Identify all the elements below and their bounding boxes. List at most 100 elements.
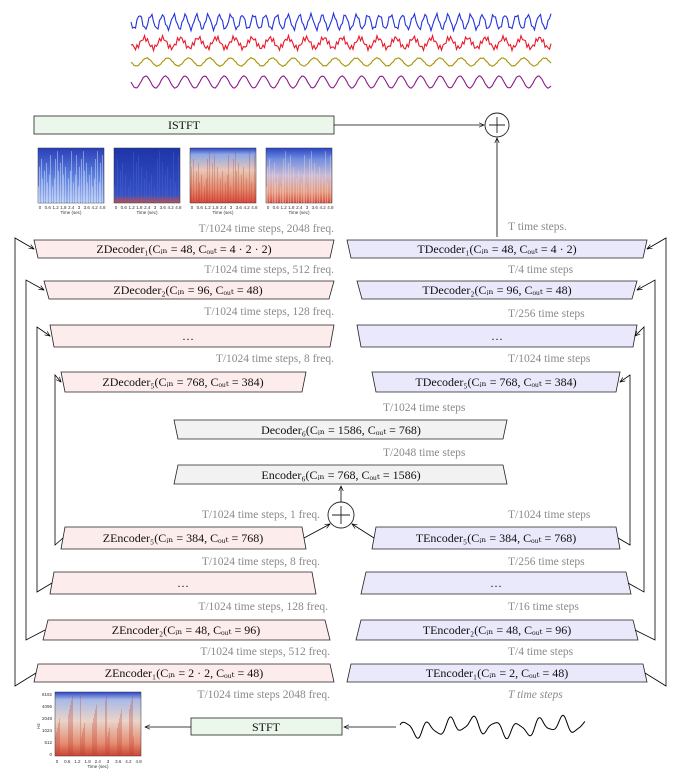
- z-shape-128-bot: T/1024 time steps, 128 freq.: [198, 601, 328, 613]
- tencoder2-label: TEncoder₂(Cᵢₙ = 48, Cₒᵤₜ = 96): [423, 623, 572, 637]
- tencoder1-label: TEncoder₁(Cᵢₙ = 2, Cₒᵤₜ = 48): [426, 666, 569, 680]
- tencoder5-to-merge-arrow: [352, 524, 375, 539]
- decoder6-label: Decoder₆(Cᵢₙ = 1586, Cₒᵤₜ = 768): [261, 423, 421, 437]
- spec1-xtick: 0: [39, 205, 42, 210]
- spec1-xtick: 1.2: [52, 205, 59, 210]
- t-skip-5: [617, 374, 631, 546]
- spec2-xtick: 1.8: [136, 205, 143, 210]
- center-shape-between: T/2048 time steps: [383, 447, 466, 459]
- sum-plus-icon: [489, 117, 505, 133]
- decoder6-block: [173, 419, 508, 440]
- input-spec-ytick: 1024: [42, 728, 53, 733]
- stft-box: [190, 717, 343, 736]
- spec4-xtick: 2.4: [296, 205, 303, 210]
- z-skip-3: [36, 326, 53, 593]
- spec4-xtick: 0.6: [273, 205, 280, 210]
- tdecoder-dots-block: [356, 324, 638, 348]
- input-waveform: [399, 714, 586, 740]
- spec3-xtick: 4.8: [251, 205, 258, 210]
- zdecoder-dots: …: [182, 329, 194, 343]
- spec3-xtick: 0.6: [197, 205, 204, 210]
- spec4-xtick: 0: [267, 205, 270, 210]
- spec2-xtick: 0: [115, 205, 118, 210]
- tdecoder-dots: …: [491, 329, 503, 343]
- spec4-xlabel: Time (sec): [288, 210, 310, 215]
- spec4-xtick: 4.2: [319, 205, 326, 210]
- spec2-xtick: 0.6: [121, 205, 128, 210]
- t-shape-256-top: T/256 time steps: [508, 308, 585, 320]
- encoder6-label: Encoder₆(Cᵢₙ = 768, Cₒᵤₜ = 1586): [261, 468, 420, 482]
- zdecoder2-block: [43, 280, 335, 300]
- tdecoder2-label: TDecoder₂(Cᵢₙ = 96, Cₒᵤₜ = 48): [422, 283, 571, 297]
- t-skip-3: [627, 326, 645, 593]
- zencoder5-label: ZEncoder₅(Cᵢₙ = 384, Cₒᵤₜ = 768): [103, 531, 264, 545]
- t-shape-16-bot: T/16 time steps: [508, 601, 579, 613]
- spec3-xtick: 0: [191, 205, 194, 210]
- t-shape-out: T time steps.: [508, 221, 567, 233]
- waveform-4: [130, 75, 552, 89]
- spec3-xtick: 3.6: [236, 205, 243, 210]
- zencoder5-block: [60, 526, 307, 550]
- zencoder1-block: [33, 663, 335, 683]
- spec4-xtick: 4.8: [327, 205, 334, 210]
- input-spec-ytick: 512: [44, 740, 52, 745]
- z-skip-1: [14, 237, 37, 687]
- spec1-xtick: 4.8: [99, 205, 106, 210]
- input-spectrogram: [54, 691, 142, 757]
- spec3-xtick: 1.8: [212, 205, 219, 210]
- z-shape-8-top: T/1024 time steps, 8 freq.: [216, 353, 334, 365]
- spec1-xlabel: Time (sec): [60, 210, 82, 215]
- waveform-3: [130, 56, 552, 68]
- spec4-xtick: 3: [306, 205, 309, 210]
- zencoder1-label: ZEncoder₁(Cᵢₙ = 2 · 2, Cₒᵤₜ = 48): [105, 666, 264, 680]
- zdecoder1-label: ZDecoder₁(Cᵢₙ = 48, Cₒᵤₜ = 4 · 2 · 2): [96, 242, 271, 256]
- tencoder1-block: [346, 663, 648, 683]
- zdecoder5-block: [60, 371, 307, 393]
- z-skip-5: [54, 373, 64, 546]
- t-shape-input: T time steps: [508, 689, 563, 701]
- zencoder2-label: ZEncoder₂(Cᵢₙ = 48, Cₒᵤₜ = 96): [112, 623, 261, 637]
- input-spec-xtick: 0.6: [64, 759, 71, 764]
- spec1-xtick: 1.8: [60, 205, 67, 210]
- input-spec-xtick: 1.8: [84, 759, 91, 764]
- spec3-xtick: 3: [230, 205, 233, 210]
- spec1-xtick: 3.6: [84, 205, 91, 210]
- spec2-xlabel: Time (sec): [136, 210, 158, 215]
- merge-plus-icon: [332, 506, 350, 524]
- istft-label: ISTFT: [168, 118, 201, 132]
- spec2-xtick: 3.6: [160, 205, 167, 210]
- t-skip-1: [644, 237, 667, 687]
- zencoder5-to-merge-arrow: [303, 524, 330, 539]
- spec2-xtick: 2.4: [144, 205, 151, 210]
- input-spec-xtick: 1.2: [74, 759, 81, 764]
- tencoder-dots-block: [360, 571, 632, 595]
- spec1-xtick: 4.2: [91, 205, 98, 210]
- z-skip-2: [25, 279, 46, 641]
- input-spec-xtick: 4.8: [135, 759, 142, 764]
- tencoder2-block: [355, 619, 639, 641]
- t-shape-4-top: T/4 time steps: [508, 264, 574, 276]
- spec1-xtick: 3: [78, 205, 81, 210]
- tencoder-dots: …: [490, 576, 502, 590]
- spec3-xtick: 4.2: [243, 205, 250, 210]
- z-shape-128-top: T/1024 time steps, 128 freq.: [204, 306, 334, 318]
- spec3-xlabel: Time (sec): [212, 210, 234, 215]
- t-shape-1024-enc: T/1024 time steps: [508, 509, 591, 521]
- spec3-xtick: 1.2: [204, 205, 211, 210]
- t-skip-2: [634, 279, 656, 641]
- center-shape-above-dec6: T/1024 time steps: [383, 402, 466, 414]
- output-spectrogram-1: [37, 147, 105, 204]
- zdecoder-dots-block: [49, 324, 335, 348]
- tdecoder2-block: [356, 280, 638, 300]
- spec1-xtick: 0.6: [45, 205, 52, 210]
- input-spec-xtick: 2.4: [95, 759, 102, 764]
- zencoder2-block: [42, 619, 331, 641]
- output-spectrogram-2: [113, 147, 181, 204]
- input-spec-xtick: 3.6: [115, 759, 122, 764]
- input-spec-ytick: 4096: [42, 704, 53, 709]
- output-spectrogram-3: [189, 147, 257, 204]
- zdecoder2-label: ZDecoder₂(Cᵢₙ = 96, Cₒᵤₜ = 48): [113, 283, 262, 297]
- spec4-xtick: 3.6: [312, 205, 319, 210]
- z-shape-1: T/1024 time steps, 1 freq.: [202, 509, 320, 521]
- encoder6-block: [173, 464, 508, 485]
